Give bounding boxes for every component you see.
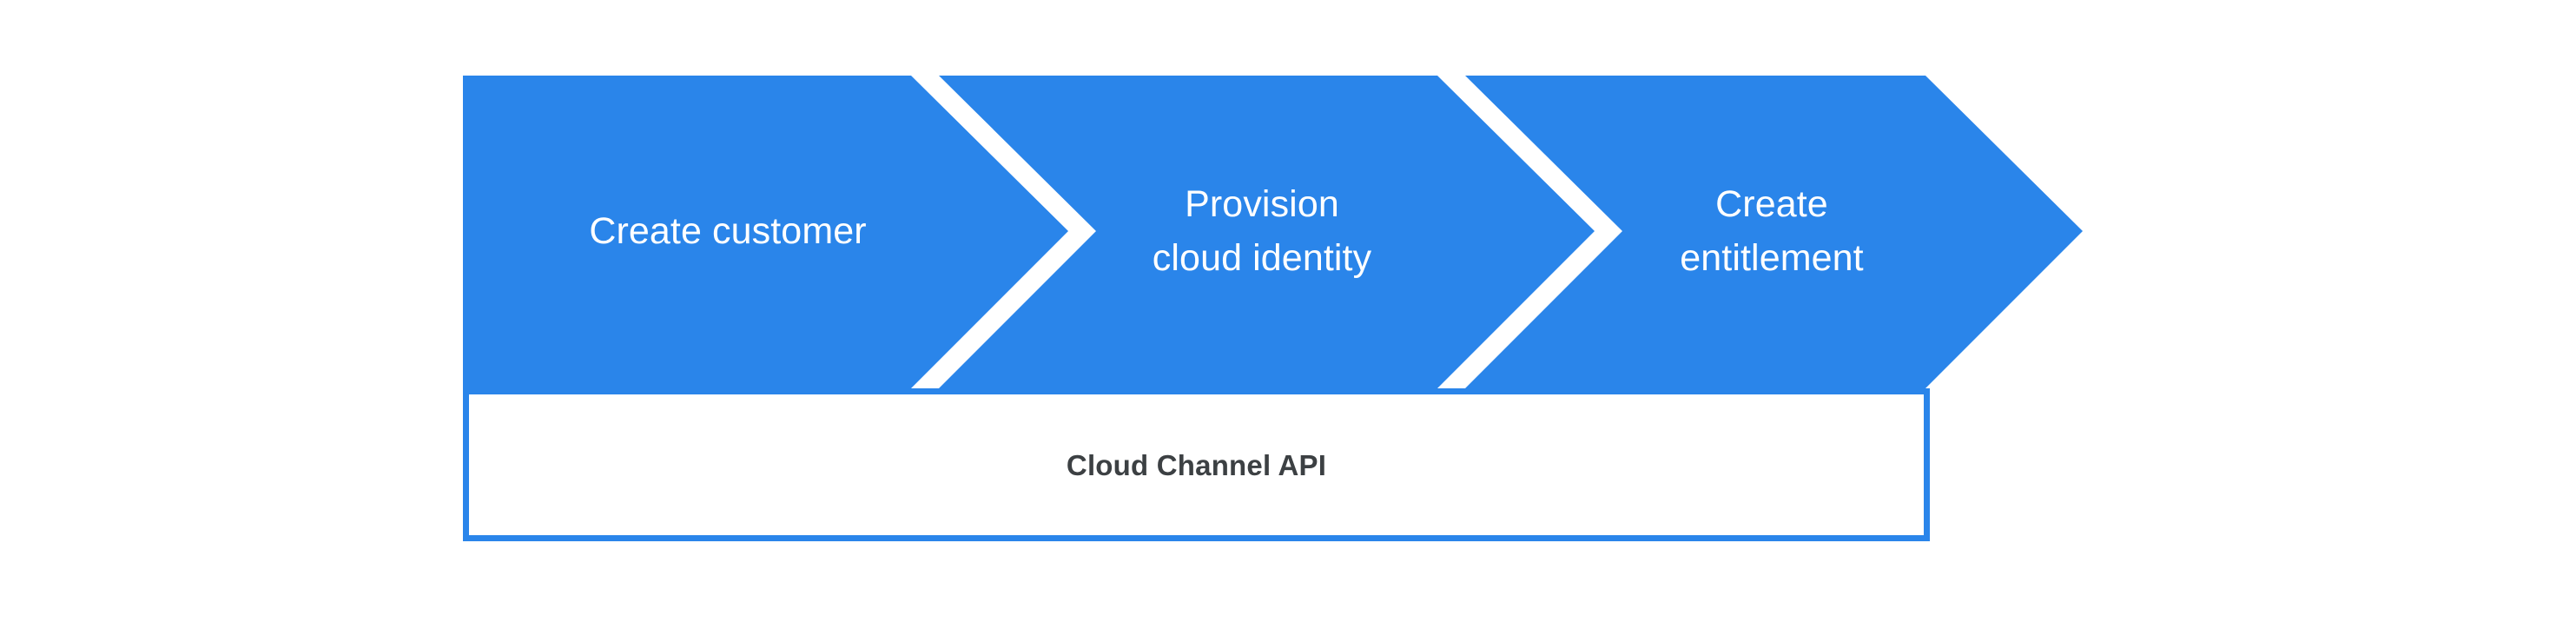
footer-band-cloud-channel-api: Cloud Channel API — [463, 388, 1930, 541]
chevron-band-shape — [463, 76, 2083, 388]
footer-band-label: Cloud Channel API — [1066, 448, 1327, 481]
